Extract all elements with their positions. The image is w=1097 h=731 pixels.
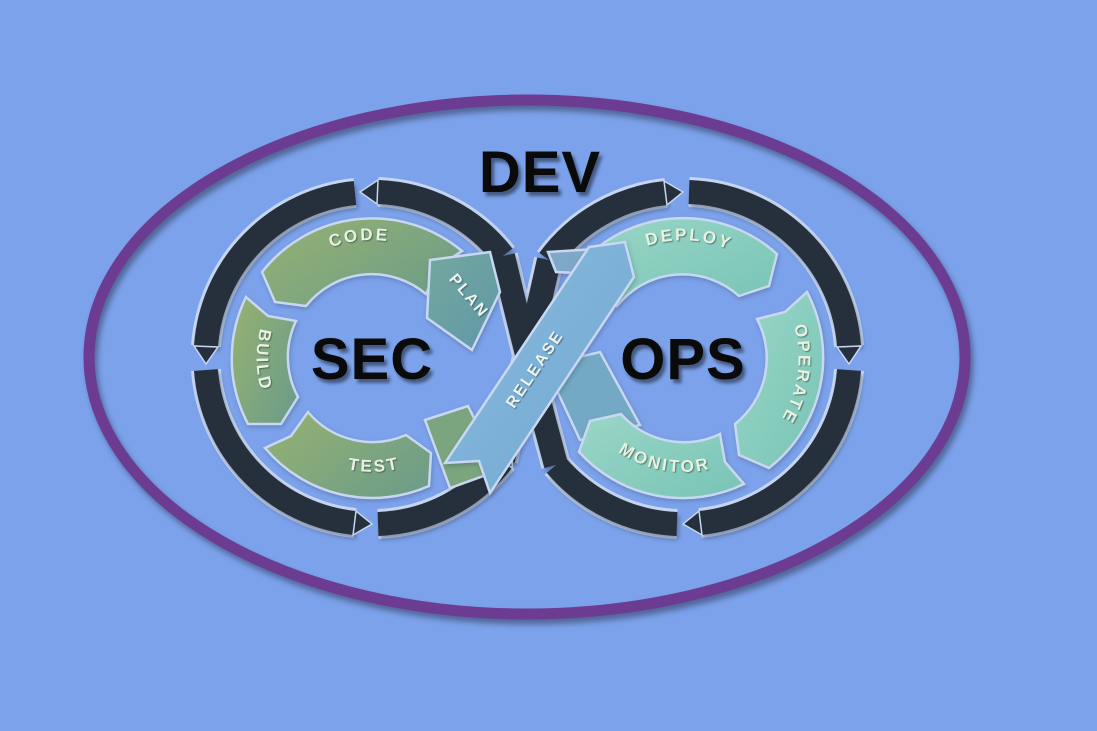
label-dev: DEV xyxy=(479,140,601,205)
segment-test xyxy=(262,409,433,500)
segment-operate xyxy=(733,289,825,470)
infinity-arc xyxy=(539,181,668,268)
infinity-arc xyxy=(377,180,513,264)
right-loop-ring xyxy=(570,216,825,500)
title-labels: DEV SEC OPS xyxy=(311,140,746,392)
infinity-arc xyxy=(194,181,357,348)
label-sec: SEC xyxy=(311,327,433,392)
segment-build xyxy=(230,294,300,426)
segment-code xyxy=(260,217,465,308)
segment-monitor xyxy=(577,412,747,500)
segment-release xyxy=(442,240,636,496)
label-ops: OPS xyxy=(620,327,746,392)
infinity-arc xyxy=(546,457,678,536)
left-loop-ring xyxy=(230,217,502,500)
infinity-arc xyxy=(688,180,861,348)
outer-ellipse xyxy=(83,94,971,620)
segment-plan xyxy=(425,250,502,352)
infinity-arc xyxy=(194,368,357,535)
infinity-arc xyxy=(698,368,861,535)
label-build: BUILD xyxy=(252,327,276,393)
label-test: TEST xyxy=(347,454,401,476)
